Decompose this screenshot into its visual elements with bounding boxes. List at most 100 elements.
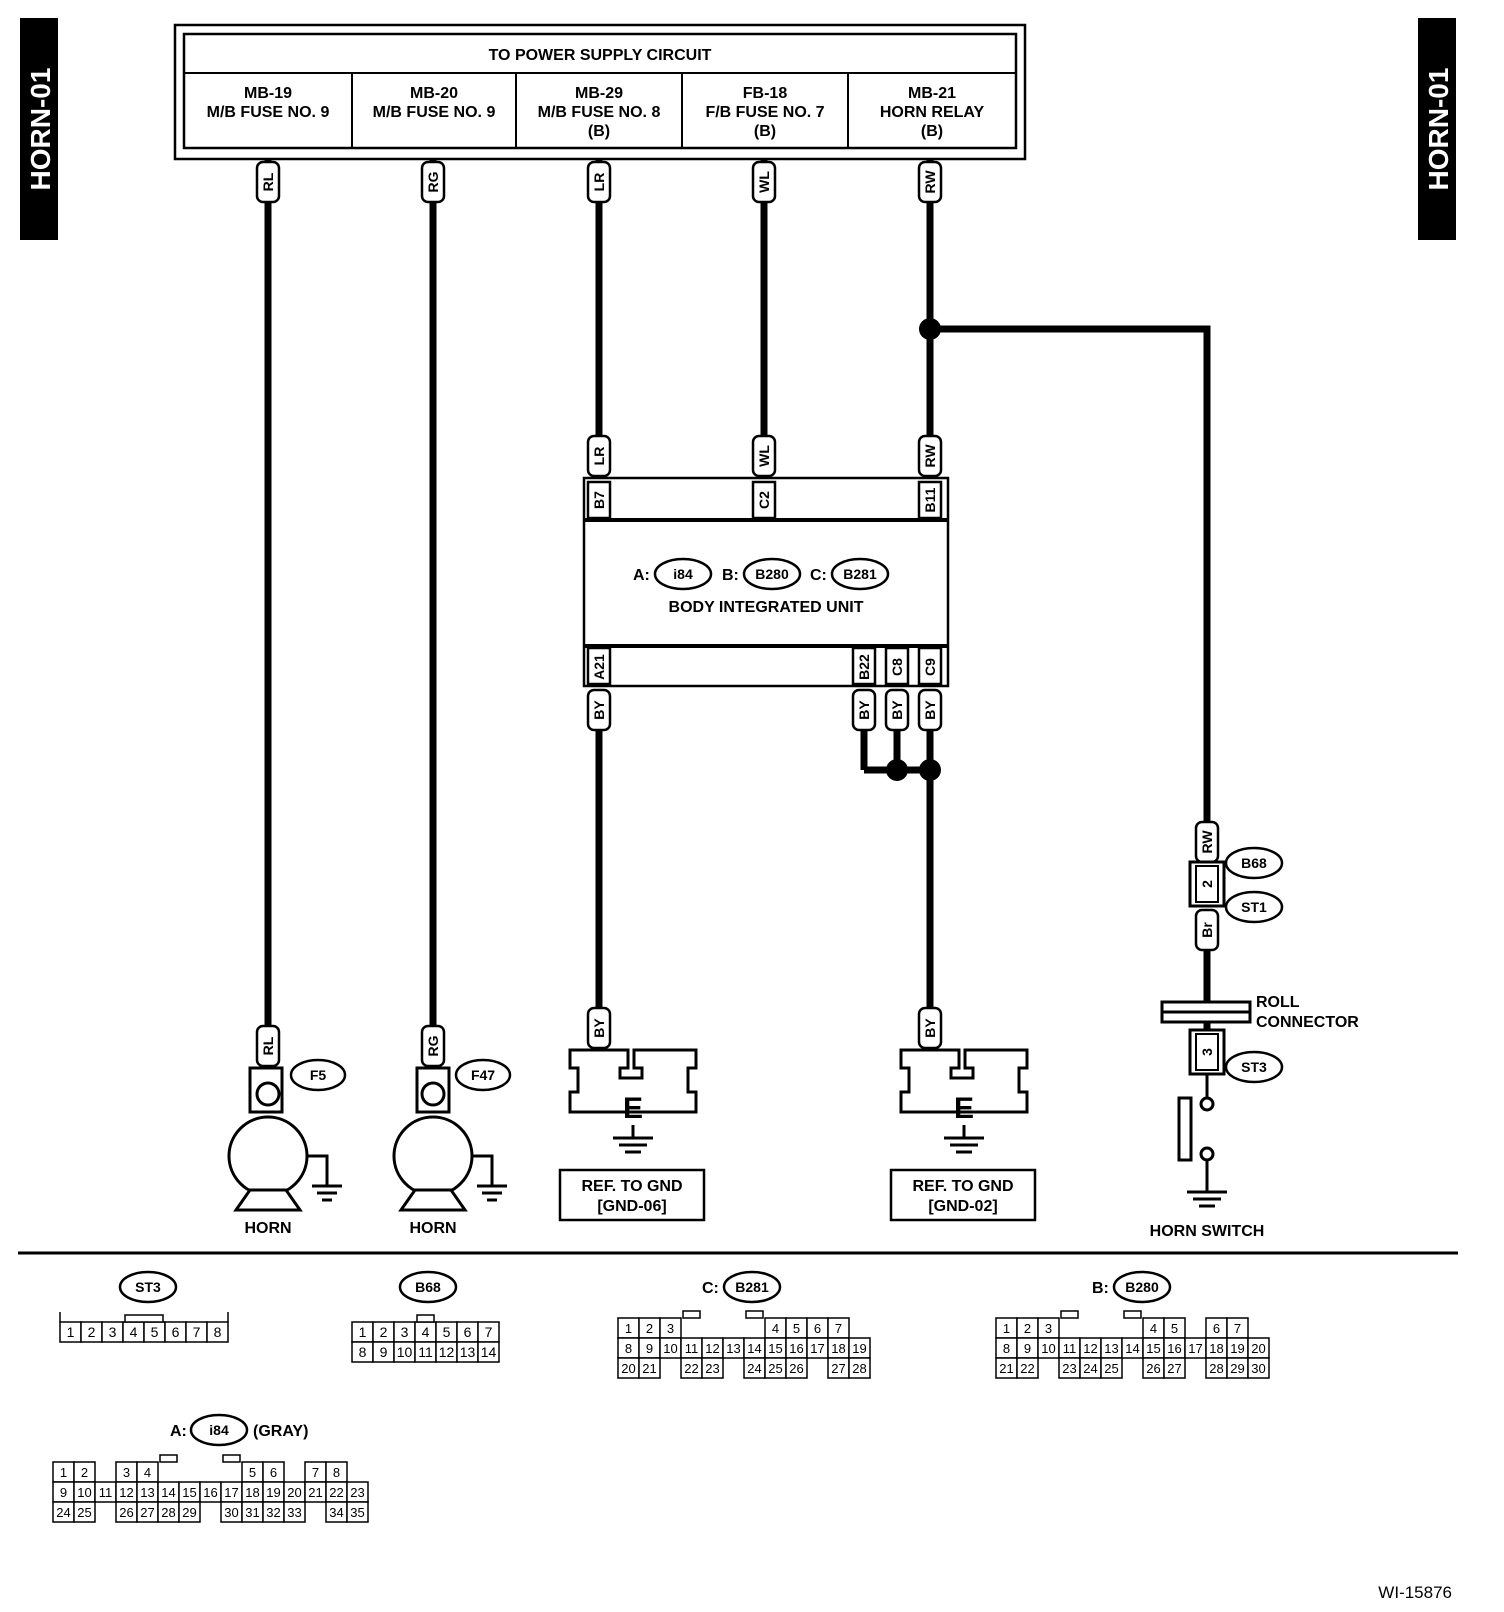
connector-pin-number: 20	[1251, 1341, 1265, 1356]
connector-pin-number: 20	[621, 1361, 635, 1376]
connector-pin-number: 1	[359, 1324, 367, 1340]
wire-label-by: BY	[591, 700, 607, 720]
st3-pin-3: 3	[1199, 1048, 1215, 1056]
connector-pin-number: 7	[312, 1465, 319, 1480]
connector-pin-number: 2	[1024, 1321, 1031, 1336]
biu-pin-b11: B11	[922, 487, 938, 512]
connector-i84-name: i84	[209, 1422, 229, 1438]
connector-pin-number: 1	[60, 1465, 67, 1480]
connector-pin-number: 7	[835, 1321, 842, 1336]
wire-label-lr: LR	[591, 447, 607, 466]
wire-label-by: BY	[889, 700, 905, 720]
power-supply-cell-line1: MB-19	[244, 85, 292, 102]
wires	[264, 160, 1211, 1068]
connector-pin-number: 13	[140, 1485, 154, 1500]
connector-b281-prefix: C:	[702, 1280, 719, 1297]
power-supply-title: TO POWER SUPPLY CIRCUIT	[489, 47, 712, 64]
connector-pin-number: 9	[380, 1344, 388, 1360]
connector-b280-name: B280	[1125, 1279, 1159, 1295]
connector-latch	[1060, 1310, 1079, 1319]
wire-label-wl: WL	[756, 171, 772, 193]
connector-pin-number: 9	[1024, 1341, 1031, 1356]
connector-pin-number: 22	[329, 1485, 343, 1500]
connector-pin-cell	[283, 1501, 306, 1523]
wire-label-lr: LR	[591, 173, 607, 192]
connector-pin-number: 21	[999, 1361, 1013, 1376]
connector-pin-number: 1	[625, 1321, 632, 1336]
connector-pin-cell	[1163, 1357, 1186, 1379]
wire-label-br: Br	[1199, 922, 1215, 938]
connector-pin-number: 23	[705, 1361, 719, 1376]
connector-pin-number: 29	[1230, 1361, 1244, 1376]
connector-latch	[745, 1310, 764, 1319]
power-supply-cell-line1: FB-18	[743, 85, 788, 102]
connector-pin-cell	[638, 1357, 661, 1379]
connector-pin-number: 14	[1125, 1341, 1139, 1356]
biu-pin-c2: C2	[756, 491, 772, 509]
connector-pin-number: 14	[481, 1344, 497, 1360]
diagram-id-left: HORN-01	[25, 68, 56, 191]
diagram-id-tab-left: HORN-01	[20, 18, 58, 240]
connector-pin-number: 32	[266, 1505, 280, 1520]
diagram-id-right: HORN-01	[1423, 68, 1454, 191]
connector-pin-cell	[1016, 1357, 1039, 1379]
connector-pin-number: 24	[747, 1361, 761, 1376]
connector-pin-number: 19	[266, 1485, 280, 1500]
horn-switch-chain: 2 B68 ST1 ROLL CONNECTOR 3 ST3 HORN SWIT…	[1150, 846, 1359, 1240]
connector-pin-number: 11	[99, 1485, 113, 1500]
connector-pin-number: 25	[1104, 1361, 1118, 1376]
connector-pin-number: 18	[1209, 1341, 1223, 1356]
connector-pin-number: 15	[182, 1485, 196, 1500]
connector-latch	[124, 1314, 164, 1323]
horn-switch-label: HORN SWITCH	[1150, 1223, 1265, 1240]
connector-pin-number: 21	[308, 1485, 322, 1500]
ground-gnd-06: E REF. TO GND [GND-06]	[558, 1048, 706, 1222]
connector-pin-number: 4	[422, 1324, 430, 1340]
power-supply-cell-line2: M/B FUSE NO. 9	[207, 104, 330, 121]
connector-pin-number: 4	[1150, 1321, 1157, 1336]
wire-label-by: BY	[922, 700, 938, 720]
connector-pin-cell	[73, 1501, 96, 1523]
connector-pin-cell	[848, 1357, 871, 1379]
figure-code: WI-15876	[1378, 1583, 1452, 1602]
connector-pin-number: 5	[1171, 1321, 1178, 1336]
connector-latch	[159, 1454, 178, 1463]
ground-gnd-02: E REF. TO GND [GND-02]	[889, 1048, 1037, 1222]
wire-labels: RL RG LR WL RW LR WL RW BY BY BY BY BY B…	[255, 160, 1220, 1068]
connector-pin-cell	[206, 1321, 229, 1343]
biu-pin-a21: A21	[591, 654, 607, 680]
connector-pin-number: 4	[144, 1465, 151, 1480]
body-integrated-unit: B7 C2 B11 A21 B22 C8 C9 A: i84 B: B280 C…	[582, 476, 950, 688]
connector-pin-number: 9	[60, 1485, 67, 1500]
connector-pin-number: 2	[88, 1324, 96, 1340]
connector-pin-number: 27	[831, 1361, 845, 1376]
connector-pin-number: 11	[685, 1341, 699, 1356]
connector-pin-number: 1	[1003, 1321, 1010, 1336]
wire-label-rg: RG	[425, 171, 441, 192]
connector-pin-number: 8	[333, 1465, 340, 1480]
power-supply-cell-line2: M/B FUSE NO. 8	[538, 104, 661, 121]
connector-pin-number: 8	[625, 1341, 632, 1356]
biu-connector-b: B280	[755, 566, 789, 582]
biu-prefix-a: A:	[633, 567, 650, 584]
connector-pin-number: 6	[172, 1324, 180, 1340]
biu-prefix-b: B:	[722, 567, 739, 584]
connector-pin-cell	[701, 1357, 724, 1379]
connector-i84-prefix: A:	[170, 1423, 187, 1440]
horn-f5: F5 HORN	[227, 1058, 347, 1237]
horn-f5-connector: F5	[310, 1067, 327, 1083]
connector-pin-number: 22	[684, 1361, 698, 1376]
connector-pin-number: 30	[224, 1505, 238, 1520]
connector-pin-number: 1	[67, 1324, 75, 1340]
connector-pin-number: 4	[130, 1324, 138, 1340]
connector-pin-number: 2	[380, 1324, 388, 1340]
ground-gnd-06-line1: REF. TO GND	[581, 1178, 682, 1195]
connector-pin-number: 28	[1209, 1361, 1223, 1376]
connector-pin-number: 20	[287, 1485, 301, 1500]
biu-pin-b7: B7	[591, 491, 607, 509]
biu-pin-b22: B22	[856, 654, 872, 680]
connector-latch	[222, 1454, 241, 1463]
wire-label-rg: RG	[425, 1035, 441, 1056]
connector-latch	[1123, 1310, 1142, 1319]
